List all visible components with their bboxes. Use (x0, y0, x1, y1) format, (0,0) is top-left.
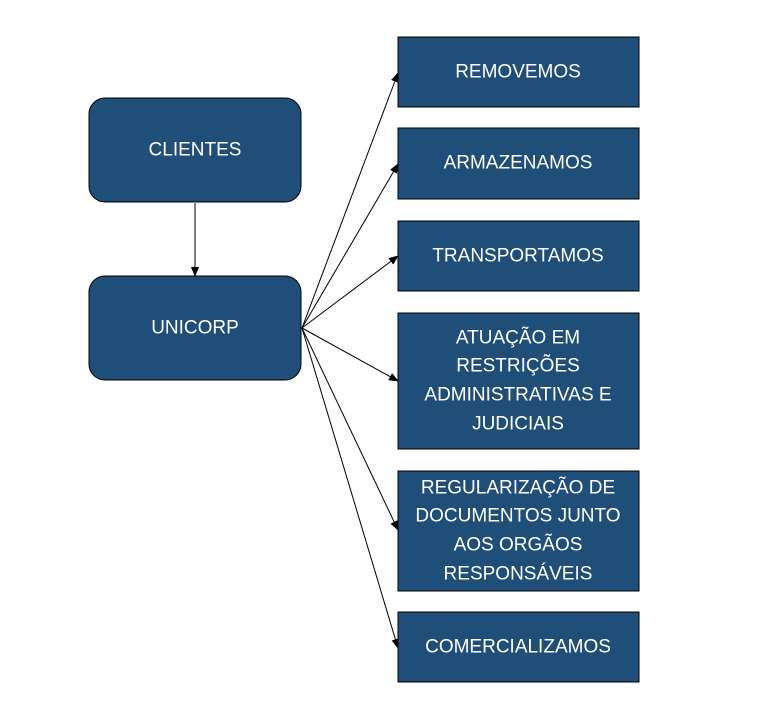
node-armazenamos-label: ARMAZENAMOS (444, 153, 593, 174)
edge-unicorp-removemos (301, 72, 399, 329)
node-removemos-label: REMOVEMOS (455, 62, 581, 83)
node-regularizacao-label-line-4: RESPONSÁVEIS (444, 564, 593, 585)
node-atuacao: ATUAÇÃO EM RESTRIÇÕES ADMINISTRATIVAS E … (397, 312, 640, 450)
edge-unicorp-regularizacao (301, 327, 399, 531)
node-clientes: CLIENTES (88, 97, 302, 203)
node-comercializamos: COMERCIALIZAMOS (397, 611, 640, 683)
node-atuacao-label-line-1: ATUAÇÃO EM (456, 327, 580, 349)
edges (191, 72, 400, 649)
node-unicorp-label: UNICORP (151, 318, 239, 339)
node-atuacao-label-line-2: RESTRIÇÕES (456, 355, 580, 377)
node-removemos: REMOVEMOS (397, 36, 640, 108)
node-unicorp: UNICORP (88, 275, 302, 381)
edge-unicorp-comercializamos (301, 327, 400, 649)
node-atuacao-label-line-3: ADMINISTRATIVAS E (424, 385, 611, 406)
node-regularizacao: REGULARIZAÇÃO DE DOCUMENTOS JUNTO AOS OR… (397, 470, 640, 592)
edge-unicorp-atuacao (301, 327, 399, 382)
node-comercializamos-label: COMERCIALIZAMOS (425, 637, 611, 658)
node-transportamos-label: TRANSPORTAMOS (432, 246, 603, 267)
node-atuacao-label-line-4: JUDICIAIS (472, 414, 564, 435)
edge-unicorp-transportamos (301, 255, 399, 329)
node-armazenamos: ARMAZENAMOS (397, 127, 640, 200)
node-regularizacao-label-line-3: AOS ORGÃOS (454, 534, 583, 556)
node-transportamos: TRANSPORTAMOS (397, 220, 640, 292)
node-regularizacao-label-line-1: REGULARIZAÇÃO DE (421, 477, 615, 499)
node-clientes-label: CLIENTES (149, 140, 242, 161)
node-regularizacao-label-line-2: DOCUMENTOS JUNTO (415, 506, 620, 527)
edge-unicorp-armazenamos (301, 163, 399, 329)
